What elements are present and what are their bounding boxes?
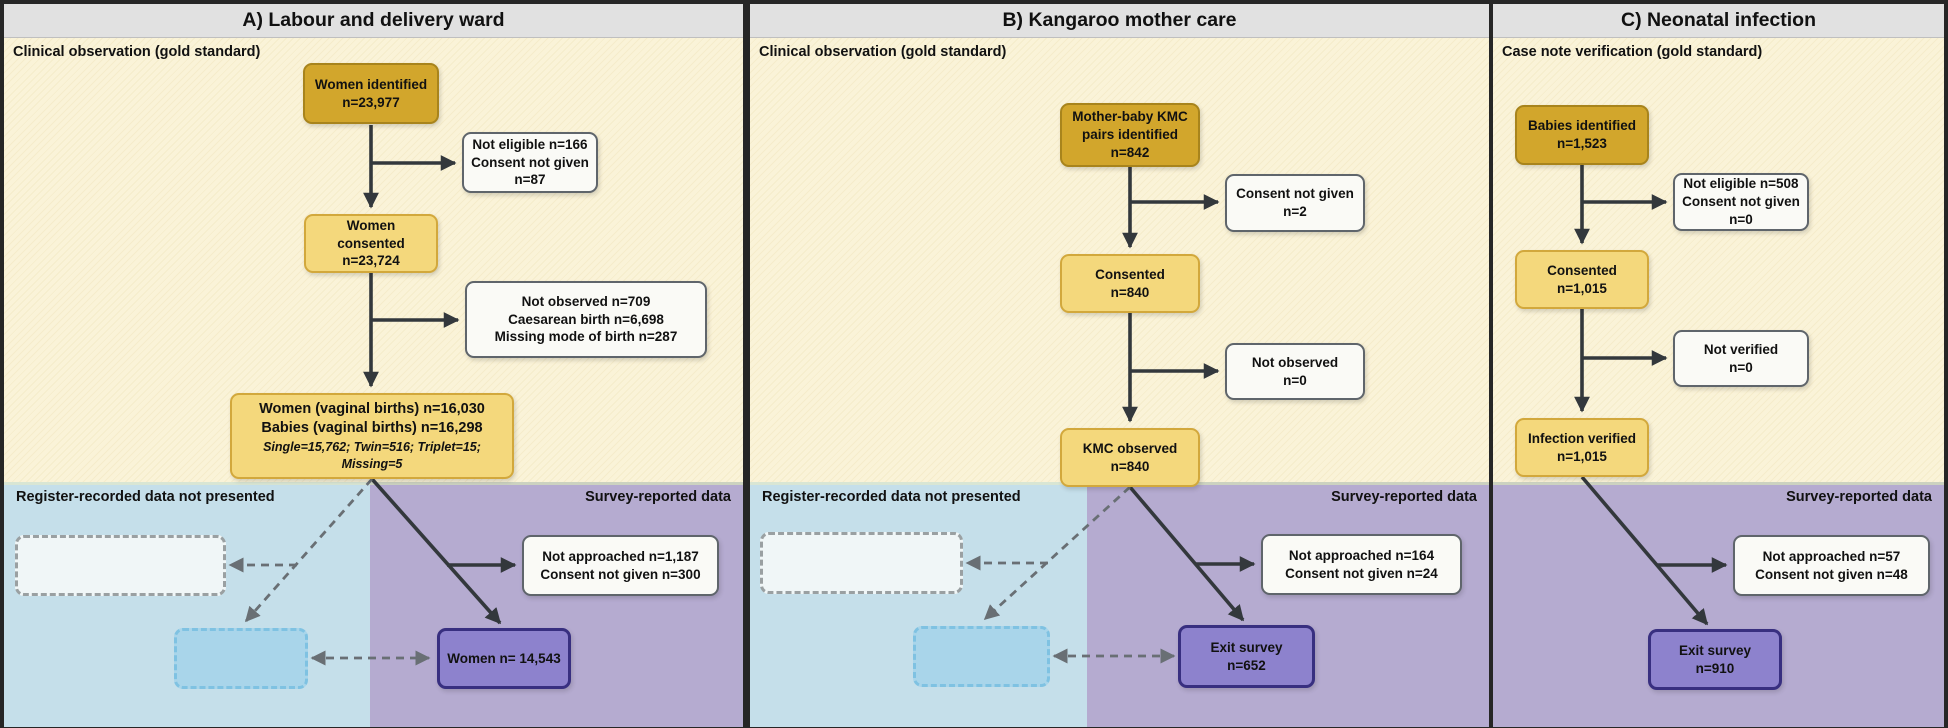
- box-b-register-placeholder-2: [913, 626, 1050, 687]
- panel-a-survey-label: Survey-reported data: [585, 489, 731, 505]
- box-c-consented: Consented n=1,015: [1515, 250, 1649, 309]
- panel-labour-delivery: A) Labour and delivery ward Clinical obs…: [4, 4, 743, 727]
- panel-a-register-region: [4, 482, 370, 727]
- box-a-not-approached: Not approached n=1,187 Consent not given…: [522, 535, 719, 596]
- box-a-excluded: Not observed n=709 Caesarean birth n=6,6…: [465, 281, 707, 358]
- panel-kangaroo-mother-care: B) Kangaroo mother care Clinical observa…: [750, 4, 1489, 727]
- box-c-not-approached: Not approached n=57 Consent not given n=…: [1733, 535, 1930, 596]
- panel-a-bottom-band: Register-recorded data not presented Sur…: [4, 482, 743, 727]
- panel-b-register-region: [750, 482, 1087, 727]
- box-kmc-pairs-identified: Mother-baby KMC pairs identified n=842: [1060, 103, 1200, 167]
- box-c-exit-survey: Exit survey n=910: [1648, 629, 1782, 690]
- panel-a-section-label: Clinical observation (gold standard): [13, 44, 261, 60]
- panel-a-survey-region: [370, 482, 743, 727]
- panel-c-survey-label: Survey-reported data: [1786, 489, 1932, 505]
- box-vaginal-births-main: Women (vaginal births) n=16,030 Babies (…: [259, 400, 485, 436]
- box-c-not-verified: Not verified n=0: [1673, 330, 1809, 387]
- panel-b-survey-label: Survey-reported data: [1331, 489, 1477, 505]
- box-a-register-placeholder-2: [174, 628, 308, 689]
- box-vaginal-births-detail: Single=15,762; Twin=516; Triplet=15; Mis…: [263, 440, 481, 471]
- box-b-register-placeholder-1: [760, 532, 963, 594]
- box-b-exit-survey: Exit survey n=652: [1178, 625, 1315, 688]
- box-a-exit-survey: Women n= 14,543: [437, 628, 571, 689]
- panel-b-bottom-band: Register-recorded data not presented Sur…: [750, 482, 1489, 727]
- box-women-consented: Women consented n=23,724: [304, 214, 438, 273]
- panel-c-survey-region: [1493, 482, 1944, 727]
- box-b-not-approached: Not approached n=164 Consent not given n…: [1261, 534, 1462, 595]
- panel-neonatal-infection: C) Neonatal infection Case note verifica…: [1493, 4, 1944, 727]
- box-women-identified: Women identified n=23,977: [303, 63, 439, 124]
- panel-a-register-label: Register-recorded data not presented: [16, 489, 275, 505]
- panel-b-register-label: Register-recorded data not presented: [762, 489, 1021, 505]
- box-babies-identified: Babies identified n=1,523: [1515, 105, 1649, 165]
- panel-b-survey-region: [1087, 482, 1489, 727]
- box-a-register-placeholder-1: [15, 535, 226, 596]
- box-c-not-eligible: Not eligible n=508 Consent not given n=0: [1673, 173, 1809, 231]
- panel-c-section-label: Case note verification (gold standard): [1502, 44, 1763, 60]
- panel-c-title: C) Neonatal infection: [1493, 4, 1944, 38]
- box-b-not-observed: Not observed n=0: [1225, 343, 1365, 400]
- box-b-consented: Consented n=840: [1060, 254, 1200, 313]
- box-a-not-eligible: Not eligible n=166 Consent not given n=8…: [462, 132, 598, 193]
- box-vaginal-births: Women (vaginal births) n=16,030 Babies (…: [230, 393, 514, 479]
- box-b-consent-not-given: Consent not given n=2: [1225, 174, 1365, 232]
- panel-b-section-label: Clinical observation (gold standard): [759, 44, 1007, 60]
- box-infection-verified: Infection verified n=1,015: [1515, 418, 1649, 477]
- panel-a-title: A) Labour and delivery ward: [4, 4, 743, 38]
- box-kmc-observed: KMC observed n=840: [1060, 428, 1200, 487]
- panel-b-title: B) Kangaroo mother care: [750, 4, 1489, 38]
